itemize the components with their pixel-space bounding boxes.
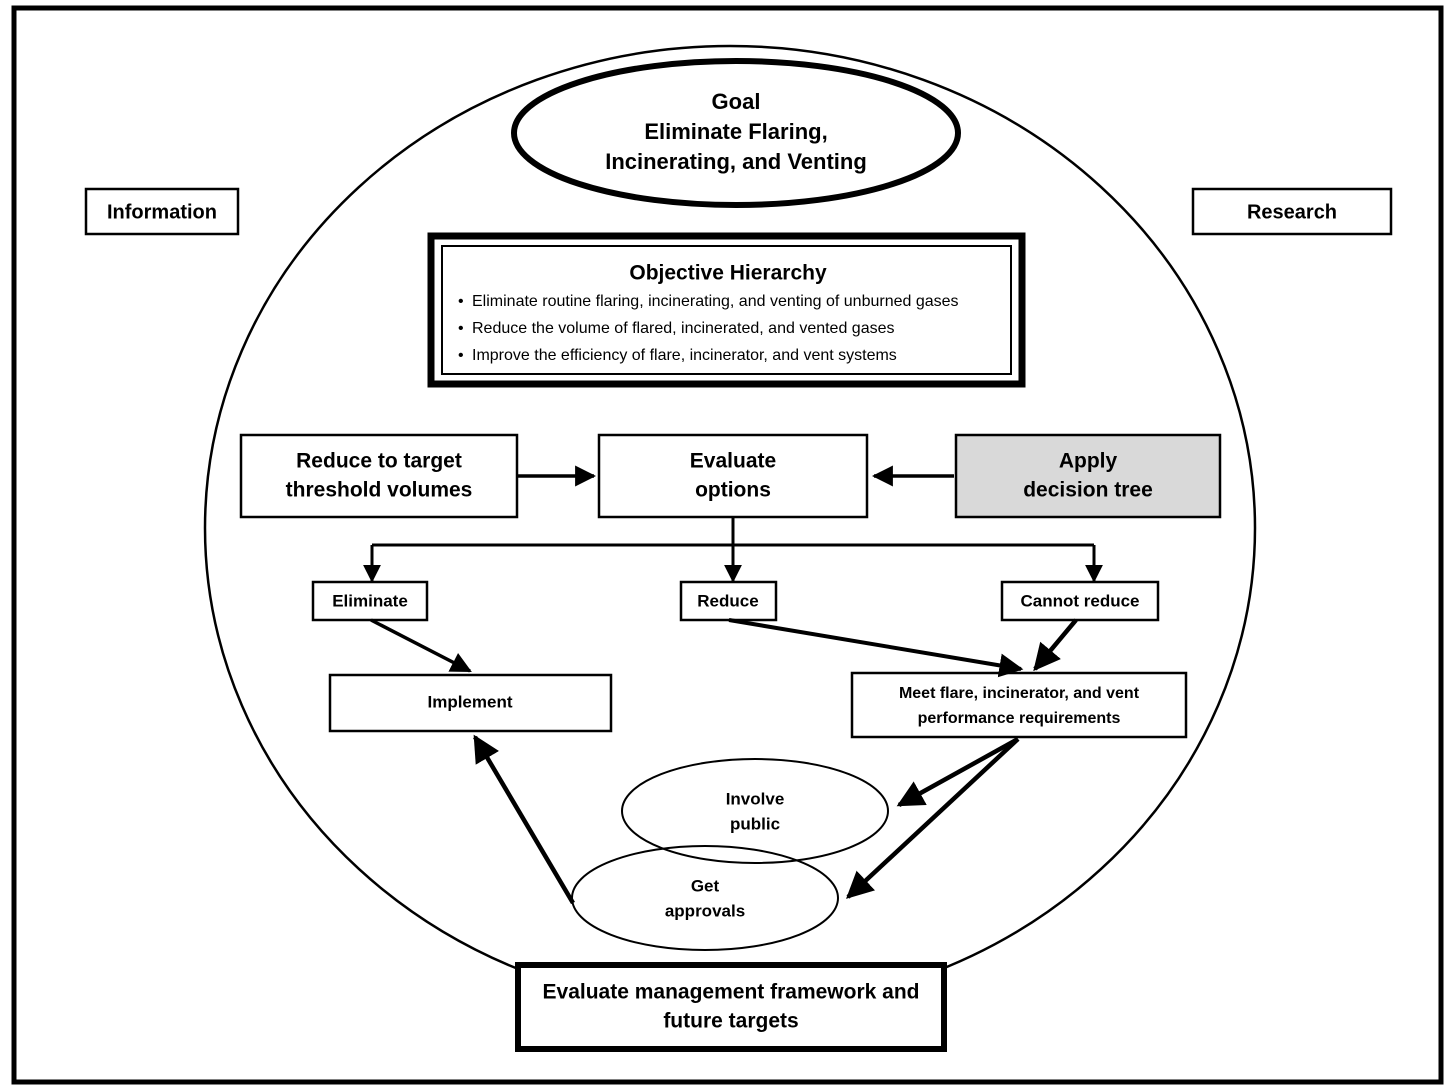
evaluate-options-line-1: Evaluate	[690, 450, 776, 473]
arrow-meet-to-get-approvals	[846, 737, 1020, 899]
goal-ellipse[interactable]	[511, 58, 961, 208]
objective-bullet-1: Eliminate routine flaring, incinerating,…	[472, 293, 959, 310]
evaluate-framework-box[interactable]	[515, 962, 947, 1052]
evaluate-options-box[interactable]	[597, 433, 869, 519]
arrow-reduce-to-meet	[728, 618, 1024, 678]
involve-public-ellipse[interactable]	[621, 758, 889, 864]
goal-line-2: Eliminate Flaring,	[644, 119, 827, 144]
implement-label: Implement	[427, 692, 512, 711]
objective-bullet-glyph-1: •	[458, 293, 464, 310]
reduce-to-target-box[interactable]	[239, 433, 519, 519]
objective-hierarchy-title: Objective Hierarchy	[629, 262, 827, 285]
eliminate-label: Eliminate	[332, 591, 408, 610]
objective-bullet-glyph-2: •	[458, 320, 464, 337]
meet-performance-line-2: performance requirements	[918, 710, 1121, 727]
information-box[interactable]	[84, 187, 240, 236]
objective-hierarchy-inner[interactable]	[441, 245, 1012, 375]
objective-bullet-glyph-3: •	[458, 347, 464, 364]
arrow-cannotreduce-to-meet	[1033, 618, 1078, 672]
meet-performance-box[interactable]	[850, 671, 1188, 739]
implement-box[interactable]	[328, 673, 613, 733]
apply-decision-tree-box[interactable]	[954, 433, 1222, 519]
evaluate-options-line-2: options	[695, 479, 771, 502]
get-approvals-line-2: approvals	[665, 901, 745, 920]
cannot-reduce-box[interactable]	[1000, 580, 1160, 622]
objective-bullet-2: Reduce the volume of flared, incinerated…	[472, 320, 895, 337]
arrow-eliminate-to-implement	[370, 618, 472, 673]
arrow-get-approvals-to-implement	[473, 734, 575, 905]
objective-bullet-3: Improve the efficiency of flare, inciner…	[472, 347, 897, 364]
goal-line-3: Incinerating, and Venting	[605, 149, 867, 174]
apply-decision-tree-line-2: decision tree	[1023, 479, 1153, 502]
apply-decision-tree-line-1: Apply	[1059, 450, 1118, 473]
meet-performance-line-1: Meet flare, incinerator, and vent	[899, 685, 1140, 702]
arrow-meet-to-involve-public	[896, 737, 1020, 807]
eliminate-box[interactable]	[311, 580, 429, 622]
involve-public-line-2: public	[730, 814, 780, 833]
involve-public-line-1: Involve	[726, 789, 785, 808]
cannot-reduce-label: Cannot reduce	[1020, 591, 1139, 610]
reduce-to-target-line-2: threshold volumes	[286, 479, 473, 502]
reduce-label: Reduce	[697, 591, 758, 610]
goal-line-1: Goal	[712, 89, 761, 114]
reduce-box[interactable]	[679, 580, 778, 622]
research-box[interactable]	[1191, 187, 1393, 236]
get-approvals-line-1: Get	[691, 876, 720, 895]
evaluate-framework-line-2: future targets	[663, 1010, 798, 1033]
reduce-to-target-line-1: Reduce to target	[296, 450, 462, 473]
information-label: Information	[107, 201, 217, 223]
evaluate-framework-line-1: Evaluate management framework and	[543, 981, 920, 1004]
research-label: Research	[1247, 201, 1337, 223]
